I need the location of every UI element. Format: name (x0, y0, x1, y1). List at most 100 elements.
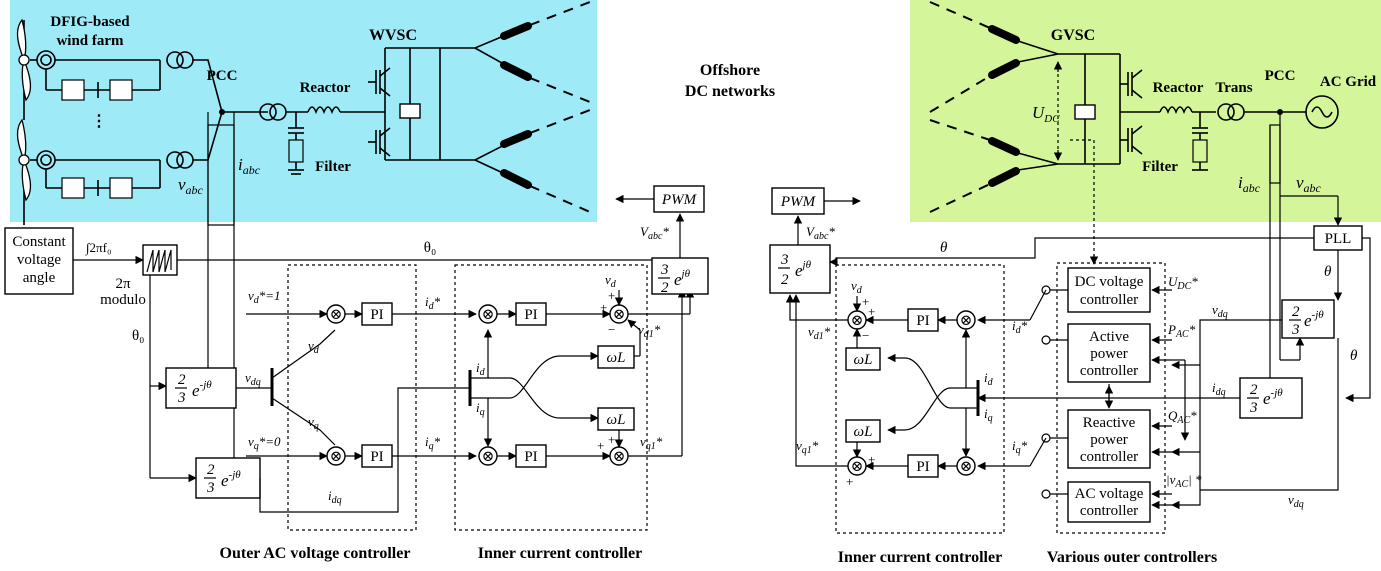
svg-text:PI: PI (370, 449, 383, 465)
various-outer-controllers-box (1056, 262, 1166, 534)
omega-l-block-right-top (845, 347, 881, 371)
svg-text:−: − (608, 322, 615, 337)
svg-text:|vAC| *: |vAC| * (1166, 472, 1202, 490)
iq-ref-label-left: iq* (425, 434, 441, 452)
modulo-label-2: modulo (100, 292, 146, 308)
svg-text:iq: iq (476, 400, 485, 418)
svg-text:controller: controller (1080, 292, 1138, 308)
inner-current-controller-box-left (454, 264, 648, 531)
udc-label: UDC (1032, 103, 1060, 125)
inverse-park-right (769, 244, 831, 294)
vabc-ref-label-left: Vabc* (640, 224, 669, 242)
ac-voltage-controller (1067, 481, 1151, 523)
svg-text:vd: vd (851, 278, 863, 296)
idq-label-left: idq (328, 488, 342, 506)
wind-farm-label-1: DFIG-based (50, 14, 130, 30)
svg-text:vd1*: vd1* (638, 322, 661, 340)
svg-text:PLL: PLL (1325, 231, 1352, 247)
svg-text:3: 3 (177, 390, 186, 406)
outer-voltage-controller-box (287, 264, 417, 531)
grid-side-background (910, 0, 1381, 222)
vabc-label-grid: vabc (1296, 173, 1322, 195)
svg-text:θ: θ (1350, 348, 1358, 364)
offshore-label-2: DC networks (685, 83, 775, 100)
dc-voltage-controller (1067, 267, 1151, 313)
ellipsis-dots: ⋮ (91, 113, 107, 130)
omega-l-block-top (597, 345, 635, 369)
svg-text:AC voltage: AC voltage (1075, 486, 1144, 502)
svg-text:controller: controller (1080, 503, 1138, 519)
svg-text:⊗: ⊗ (330, 449, 343, 465)
iabc-label-grid: iabc (1238, 173, 1261, 195)
svg-text:2: 2 (781, 272, 789, 288)
modulo-label-1: 2π (115, 276, 131, 292)
svg-text:vd: vd (605, 272, 617, 290)
outer-ac-voltage-controller-label: Outer AC voltage controller (220, 545, 411, 562)
svg-text:⊗: ⊗ (482, 449, 495, 465)
omega-l-block-bottom (597, 407, 635, 431)
svg-text:3: 3 (206, 480, 215, 496)
reactive-power-controller (1067, 409, 1151, 469)
trans-label: Trans (1215, 80, 1252, 96)
svg-text:iq: iq (984, 406, 993, 424)
svg-text:vq1*: vq1* (796, 438, 819, 456)
reactor-label-wind: Reactor (300, 80, 351, 96)
svg-text:PWM: PWM (780, 194, 817, 210)
svg-text:ωL: ωL (607, 412, 626, 428)
svg-text:+: + (868, 452, 875, 467)
svg-text:⊗: ⊗ (330, 307, 343, 323)
park-transform-voltage-right (1281, 299, 1335, 339)
iabc-label-wind: iabc (238, 155, 261, 177)
svg-text:PI: PI (524, 449, 537, 465)
vq-ref-label: vq*=0 (248, 434, 281, 452)
svg-text:+: + (862, 294, 869, 309)
svg-text:−: − (862, 328, 869, 343)
constant-voltage-angle-block (4, 227, 74, 295)
svg-text:+: + (597, 438, 604, 453)
theta0-label-top: θ₀ (424, 240, 436, 256)
theta-label-right: θ (940, 240, 948, 256)
vdq-label-left: vdq (245, 370, 261, 388)
svg-text:UDC*: UDC* (1168, 274, 1198, 292)
svg-text:vd1*: vd1* (808, 324, 831, 342)
pcc-label-wind: PCC (207, 68, 238, 84)
vd-ref-label: vd*=1 (248, 288, 281, 306)
svg-text:+: + (600, 300, 607, 315)
svg-text:ωL: ωL (854, 352, 873, 368)
pwm-block-right (771, 187, 825, 215)
svg-text:3: 3 (1249, 400, 1258, 416)
svg-text:power: power (1090, 346, 1128, 362)
svg-text:PI: PI (370, 307, 383, 323)
svg-text:3: 3 (780, 252, 789, 268)
svg-text:⊗: ⊗ (960, 313, 973, 329)
svg-text:⊗: ⊗ (851, 313, 864, 329)
theta0-label-left: θ₀ (132, 328, 144, 344)
svg-text:3: 3 (660, 262, 669, 278)
svg-text:+: + (608, 432, 615, 447)
svg-text:2: 2 (207, 462, 215, 478)
svg-text:Reactive: Reactive (1083, 415, 1136, 431)
vabc-ref-label-right: Vabc* (806, 224, 835, 242)
const-label-2: voltage (17, 252, 61, 268)
svg-text:vdq: vdq (1288, 492, 1304, 510)
svg-text:vq1*: vq1* (640, 434, 663, 452)
offshore-label-1: Offshore (700, 62, 760, 79)
svg-text:controller: controller (1080, 363, 1138, 379)
svg-text:controller: controller (1080, 449, 1138, 465)
inner-current-controller-label-left: Inner current controller (478, 545, 642, 562)
wvsc-label: WVSC (369, 27, 417, 44)
gvsc-label: GVSC (1051, 27, 1095, 44)
filter-label-grid: Filter (1142, 159, 1178, 175)
various-outer-controllers-label: Various outer controllers (1047, 549, 1217, 566)
wind-turbine-bottom (16, 118, 194, 225)
pcc-label-grid: PCC (1265, 68, 1296, 84)
inner-current-controller-box-right (835, 264, 1005, 534)
svg-text:2: 2 (1250, 382, 1258, 398)
svg-text:id*: id* (1012, 318, 1028, 336)
svg-text:⊗: ⊗ (613, 307, 626, 323)
vq-label-left: vq (308, 414, 319, 432)
svg-text:PWM: PWM (661, 192, 698, 208)
const-label-3: angle (23, 270, 56, 286)
id-ref-label-left: id* (425, 294, 441, 312)
active-power-controller (1067, 323, 1151, 383)
